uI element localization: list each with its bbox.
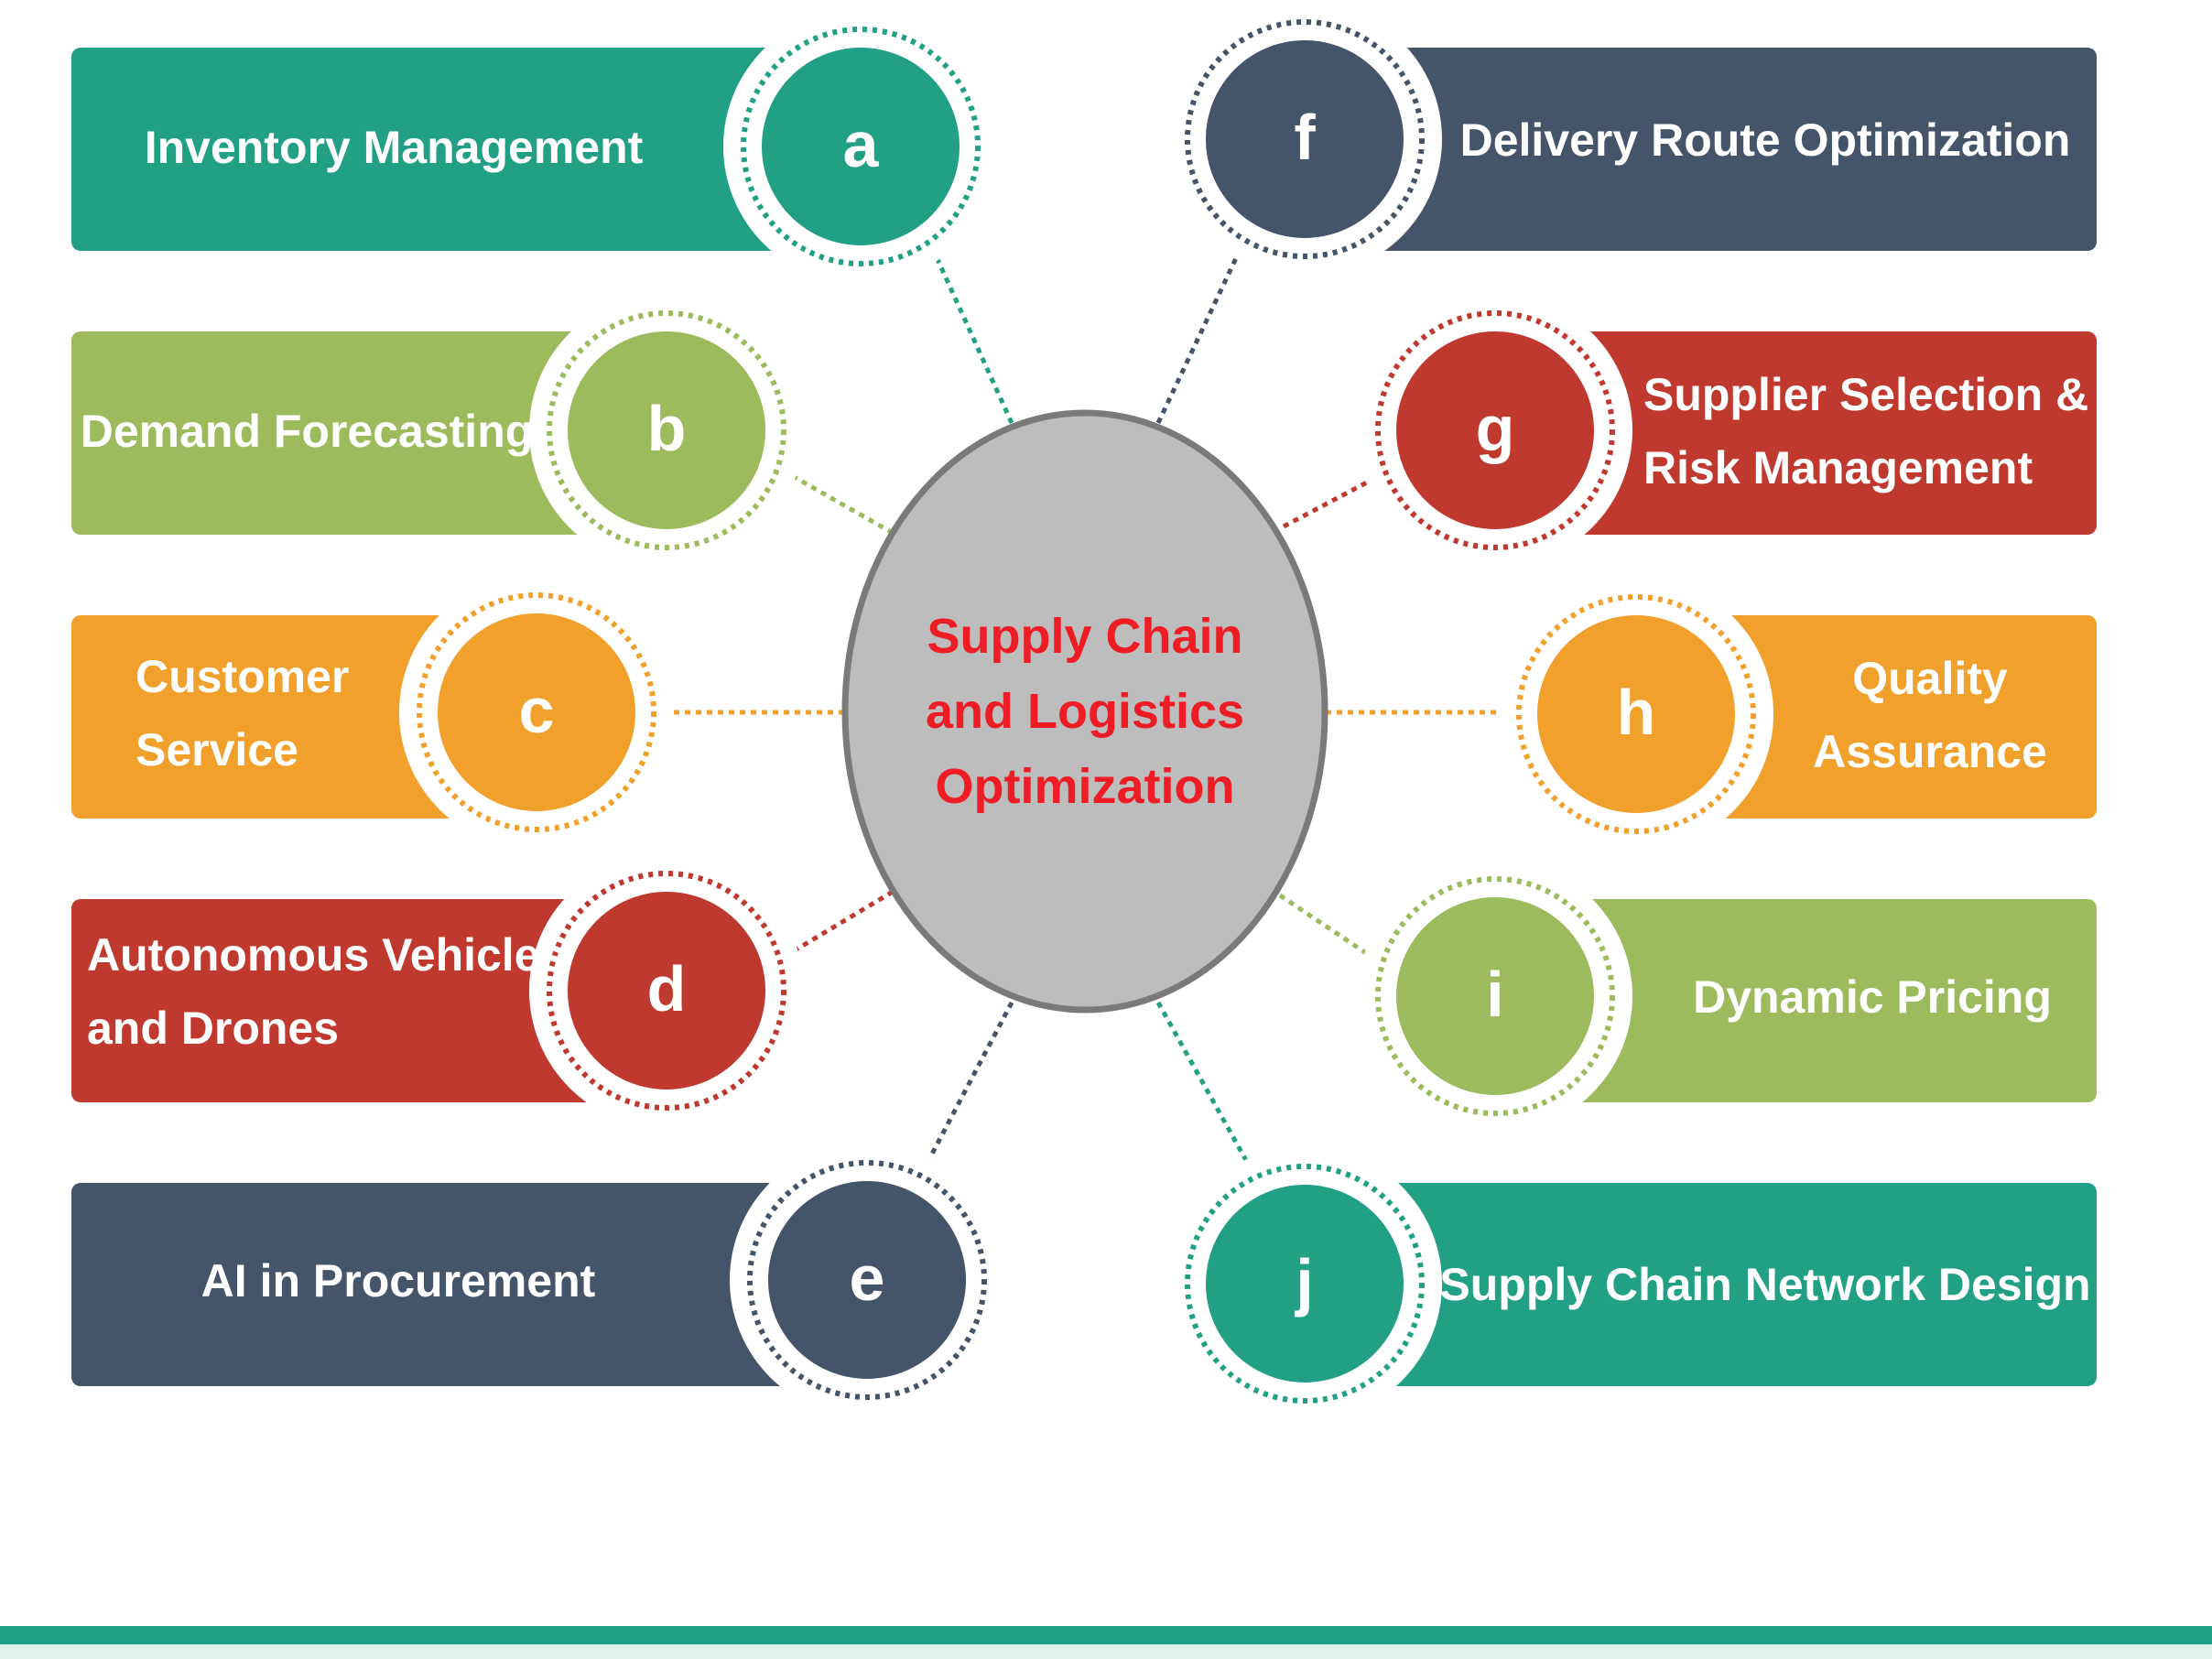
dotted-ring-g	[1375, 310, 1615, 550]
letter-circle-f	[1206, 40, 1404, 238]
letter-badge-b: b	[647, 393, 687, 464]
dotted-ring-a	[741, 27, 981, 266]
item-label-j-line-1: Supply Chain Network Design	[1439, 1259, 2090, 1310]
item-bar-d	[71, 899, 612, 1102]
item-bar-e	[71, 1183, 806, 1386]
item-label-e-line-1: AI in Procurement	[201, 1255, 596, 1307]
item-bar-g	[1538, 331, 2097, 535]
letter-circle-g	[1396, 331, 1594, 529]
dotted-ring-d	[547, 871, 786, 1111]
item-label-a-line-1: Inventory Management	[145, 122, 644, 173]
letter-badge-a: a	[843, 109, 880, 180]
letter-badge-j: j	[1294, 1246, 1313, 1317]
item-b: b Demand Forecasting	[71, 293, 804, 568]
dotted-ring-b	[547, 310, 786, 550]
center-title-line-3: Optimization	[936, 759, 1235, 814]
item-bar-i	[1538, 899, 2097, 1102]
letter-circle-c	[438, 613, 635, 811]
item-label-c-line-2: Service	[136, 724, 298, 775]
dotted-ring-j	[1185, 1164, 1425, 1404]
item-d: d Autonomous Vehicles and Drones	[71, 853, 804, 1128]
item-label-g-line-2: Risk Management	[1643, 442, 2033, 493]
connector-line-f	[1155, 256, 1239, 425]
letter-circle-i	[1396, 897, 1594, 1095]
dotted-ring-h	[1516, 594, 1756, 834]
item-bar-f	[1355, 48, 2097, 251]
center-title-line-2: and Logistics	[926, 684, 1244, 739]
center-ellipse	[841, 409, 1328, 1014]
letter-badge-i: i	[1486, 959, 1503, 1030]
item-label-d-line-2: and Drones	[87, 1003, 339, 1054]
item-label-d-line-1: Autonomous Vehicles	[87, 929, 565, 981]
connector-line-a	[929, 245, 1014, 425]
item-label-h-line-2: Assurance	[1813, 726, 2047, 777]
item-e: e AI in Procurement	[71, 1143, 1004, 1417]
letter-badge-c: c	[519, 675, 555, 746]
letter-circle-e	[768, 1181, 966, 1379]
footer-bar	[0, 1626, 2212, 1644]
item-i: i Dynamic Pricing	[1358, 859, 2097, 1133]
dotted-ring-e	[747, 1160, 987, 1400]
letter-circle-a	[762, 48, 960, 245]
letter-badge-f: f	[1294, 102, 1316, 173]
item-bar-j	[1355, 1183, 2097, 1386]
connector-line-j	[1155, 1001, 1255, 1174]
item-label-b-line-1: Demand Forecasting	[81, 406, 534, 457]
item-bar-a	[71, 48, 806, 251]
letter-circle-d	[568, 892, 765, 1090]
item-bars: a Inventory Management b Demand Forecasting…	[71, 2, 2097, 1421]
connector-line-i	[1278, 893, 1401, 978]
item-label-g-line-1: Supplier Selection &	[1643, 369, 2088, 420]
letter-badge-d: d	[647, 953, 687, 1025]
footer-bar-tint	[0, 1644, 2212, 1659]
center-title-line-1: Supply Chain	[927, 609, 1242, 664]
letter-badge-e: e	[850, 1242, 885, 1314]
letter-circle-h	[1537, 615, 1735, 813]
letter-circle-b	[568, 331, 765, 529]
dotted-ring-i	[1375, 876, 1615, 1116]
item-bar-b	[71, 331, 612, 535]
letter-circle-j	[1206, 1185, 1404, 1382]
item-label-f-line-1: Delivery Route Optimization	[1460, 114, 2071, 166]
dotted-ring-c	[417, 592, 656, 832]
item-bar-c	[71, 615, 482, 819]
item-g: g Supplier Selection & Risk Management	[1358, 293, 2097, 568]
connector-line-e	[917, 1001, 1014, 1178]
item-f: f Delivery Route Optimization	[1167, 2, 2097, 276]
item-a: a Inventory Management	[71, 9, 998, 284]
item-bar-h	[1694, 615, 2097, 819]
dotted-ring-f	[1185, 19, 1425, 259]
letter-badge-g: g	[1476, 393, 1515, 464]
letter-badge-h: h	[1617, 677, 1656, 748]
connector-line-b	[775, 464, 895, 536]
item-label-i-line-1: Dynamic Pricing	[1693, 971, 2052, 1023]
item-label-c-line-1: Customer	[136, 651, 349, 702]
item-label-h-line-1: Quality	[1852, 653, 2008, 704]
item-j: j Supply Chain Network Design	[1167, 1146, 2097, 1421]
